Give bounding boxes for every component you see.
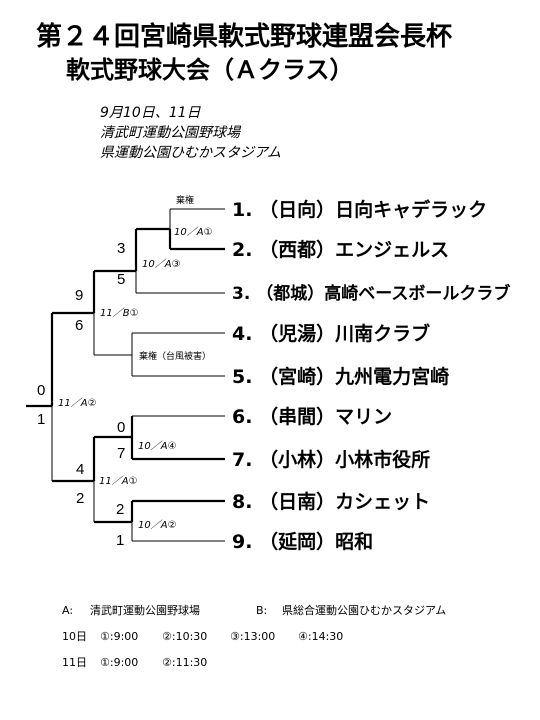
team-6-name: （串間）マリン	[259, 406, 393, 428]
team-3-seed: 3.	[232, 284, 251, 304]
match-note-m89: 10／A②	[138, 520, 177, 531]
team-4: 4. （児湯）川南クラブ	[232, 322, 430, 346]
venue-a-info: 清武町運動公園野球場	[100, 125, 240, 141]
team-6-seed: 6.	[232, 406, 253, 428]
match-note-semi-top: 11／B①	[100, 308, 139, 319]
legend-day1-slot2: ②:10:30	[162, 630, 208, 643]
score-m12-bot: 5	[117, 271, 126, 288]
team-1: 1. （日向）日向キャデラック	[232, 198, 487, 222]
team-1-name: （日向）日向キャデラック	[259, 199, 488, 221]
team-7-seed: 7.	[232, 449, 253, 471]
team-5-name: （宮崎）九州電力宮崎	[259, 366, 450, 388]
team-2-seed: 2.	[232, 239, 253, 261]
team-7-name: （小林）小林市役所	[259, 449, 431, 471]
team-3-name: （都城）高崎ベースボールクラブ	[256, 284, 511, 304]
legend-day2-label: 11日	[62, 656, 87, 669]
legend-venue-a-key: A:	[62, 604, 74, 617]
score-semi-bot-top: 4	[76, 461, 85, 478]
walkover-note-1: 棄権	[176, 196, 195, 206]
team-8-name: （日南）カシェット	[259, 491, 431, 513]
score-semi-bot-bot: 2	[76, 490, 85, 507]
legend-venue-b-key: B:	[256, 604, 268, 617]
legend-day1-slot4: ④:14:30	[298, 630, 344, 643]
team-3: 3. （都城）高崎ベースボールクラブ	[232, 282, 510, 306]
page-subtitle: 軟式野球大会（Ａクラス）	[66, 56, 354, 84]
match-note-m123: 10／A③	[142, 259, 181, 270]
page-title: 第２４回宮崎県軟式野球連盟会長杯	[36, 22, 453, 52]
team-4-seed: 4.	[232, 323, 253, 345]
tournament-dates: 9月10日、11日	[100, 105, 201, 121]
score-m67-top: 0	[117, 419, 126, 436]
team-4-name: （児湯）川南クラブ	[259, 323, 431, 345]
legend-day1-slot1: ①:9:00	[100, 630, 139, 643]
match-note-final: 11／A②	[58, 398, 97, 409]
legend-venue-b-name: 県総合運動公園ひむかスタジアム	[282, 604, 447, 617]
team-6: 6. （串間）マリン	[232, 405, 392, 429]
venue-b-info: 県運動公園ひむかスタジアム	[100, 145, 282, 161]
legend-day2-slot1: ①:9:00	[100, 656, 139, 669]
score-m12-top: 3	[117, 240, 126, 257]
score-m89-top: 2	[116, 501, 125, 518]
team-9-seed: 9.	[232, 531, 253, 553]
legend-day1-label: 10日	[62, 630, 87, 643]
match-note-m67: 10／A④	[138, 441, 177, 452]
team-9: 9. （延岡）昭和	[232, 530, 373, 554]
score-semi-top-top: 9	[75, 287, 84, 304]
team-8: 8. （日南）カシェット	[232, 490, 430, 514]
team-8-seed: 8.	[232, 491, 253, 513]
team-1-seed: 1.	[232, 199, 253, 221]
team-5: 5. （宮崎）九州電力宮崎	[232, 365, 449, 389]
team-2: 2. （西都）エンジェルス	[232, 238, 449, 262]
team-5-seed: 5.	[232, 366, 253, 388]
match-note-semi-bot: 11／A①	[99, 476, 138, 487]
team-7: 7. （小林）小林市役所	[232, 448, 430, 472]
score-final-top: 0	[37, 382, 46, 399]
score-semi-top-bot: 6	[75, 317, 84, 334]
team-2-name: （西都）エンジェルス	[259, 239, 450, 261]
team-9-name: （延岡）昭和	[259, 531, 374, 553]
score-m67-bot: 7	[117, 445, 126, 462]
walkover-note-45: 棄権（台風被害）	[139, 352, 212, 362]
legend-venue-a-name: 清武町運動公園野球場	[90, 604, 200, 617]
score-m89-bot: 1	[116, 532, 125, 549]
score-final-bot: 1	[37, 411, 46, 428]
legend-day2-slot2: ②:11:30	[162, 656, 208, 669]
match-note-m12: 10／A①	[174, 227, 213, 238]
legend-day1-slot3: ③:13:00	[230, 630, 276, 643]
